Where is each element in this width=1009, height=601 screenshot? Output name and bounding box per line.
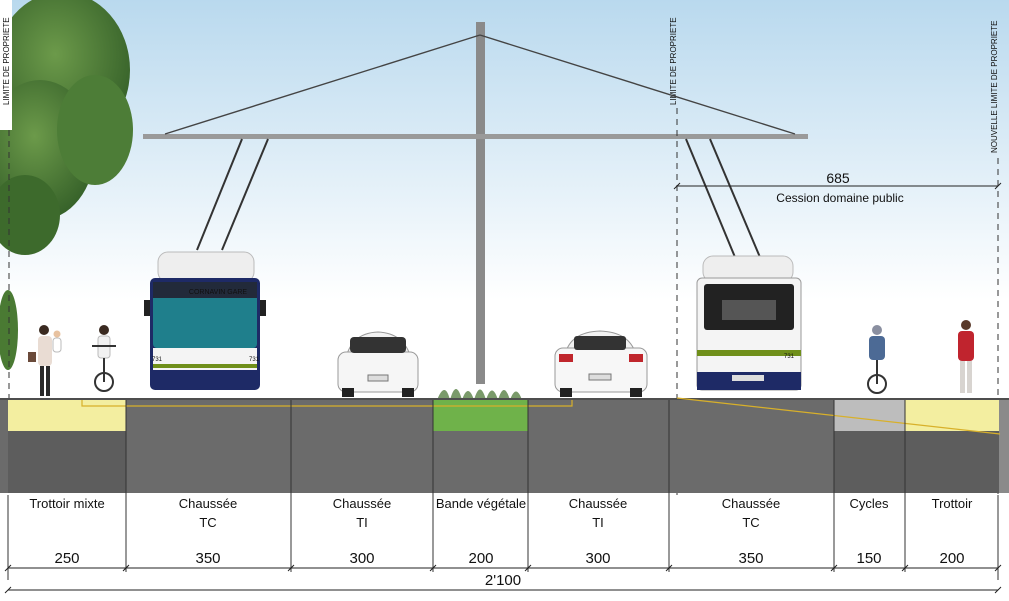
segment-width: 300	[349, 550, 374, 567]
segment-chaussee-tc-left: Chaussée TC 350	[179, 496, 238, 567]
cession-label: Cession domaine public	[776, 191, 903, 205]
bus-number-left: 731	[152, 357, 163, 363]
segment-cycles: Cycles 150	[849, 496, 889, 567]
segment-width: 200	[939, 550, 964, 567]
property-limit-left: LIMITE DE PROPRIETE	[0, 0, 12, 400]
cyclist-right	[867, 325, 887, 394]
cyclist-left	[92, 325, 116, 392]
bus-number-right: 731	[249, 357, 260, 363]
grass-tuft	[437, 389, 522, 400]
segment-chaussee-tc-right: Chaussée TC 350	[722, 496, 781, 567]
dimension-line-segments	[4, 564, 1002, 572]
cession-dimension: 685 Cession domaine public	[673, 170, 1002, 205]
segment-label: Trottoir mixte	[29, 496, 104, 511]
segment-width: 150	[856, 550, 881, 567]
segment-label: Chaussée	[333, 496, 392, 511]
segment-label: Chaussée	[722, 496, 781, 511]
segment-trottoir: Trottoir 200	[932, 496, 973, 567]
segment-width: 250	[54, 550, 79, 567]
segment-sublabel: TC	[742, 515, 759, 530]
segment-chaussee-ti-right: Chaussée TI 300	[569, 496, 628, 567]
segment-label: Bande végétale	[436, 496, 526, 511]
car-left	[337, 331, 419, 397]
total-width: 2'100	[485, 572, 521, 589]
segment-width: 200	[468, 550, 493, 567]
segment-bande-vegetale: Bande végétale 200	[436, 496, 526, 567]
limit-left-label: LIMITE DE PROPRIETE	[2, 17, 11, 105]
segment-label: Chaussée	[179, 496, 238, 511]
limit-middle-label: LIMITE DE PROPRIETE	[669, 17, 678, 105]
tree	[0, 0, 133, 370]
segment-labels: Trottoir mixte 250 Chaussée TC 350 Chaus…	[29, 496, 973, 567]
segment-dividers	[7, 400, 999, 580]
bus-destination: CORNAVIN GARE	[189, 289, 248, 296]
segment-chaussee-ti-left: Chaussée TI 300	[333, 496, 392, 567]
segment-label: Chaussée	[569, 496, 628, 511]
segment-width: 350	[195, 550, 220, 567]
segment-sublabel: TI	[356, 515, 368, 530]
segment-trottoir-mixte: Trottoir mixte 250	[29, 496, 104, 567]
pedestrian-woman-child	[28, 325, 62, 396]
cession-width: 685	[826, 170, 850, 186]
segment-label: Trottoir	[932, 496, 973, 511]
trolleybus-rear: 731	[696, 255, 802, 391]
catenary-pole	[143, 22, 808, 384]
car-right	[554, 330, 648, 397]
limit-right-label: NOUVELLE LIMITE DE PROPRIETE	[990, 21, 999, 153]
trolleybus-front: CORNAVIN GARE 731 731	[144, 251, 266, 390]
road-surface	[0, 397, 1009, 493]
segment-sublabel: TI	[592, 515, 604, 530]
segment-width: 350	[738, 550, 763, 567]
rear-bus-number: 731	[784, 354, 795, 360]
pedestrian-right	[958, 320, 974, 393]
segment-width: 300	[585, 550, 610, 567]
dimension-line-total: 2'100	[4, 572, 1002, 594]
segment-label: Cycles	[849, 496, 889, 511]
segment-sublabel: TC	[199, 515, 216, 530]
